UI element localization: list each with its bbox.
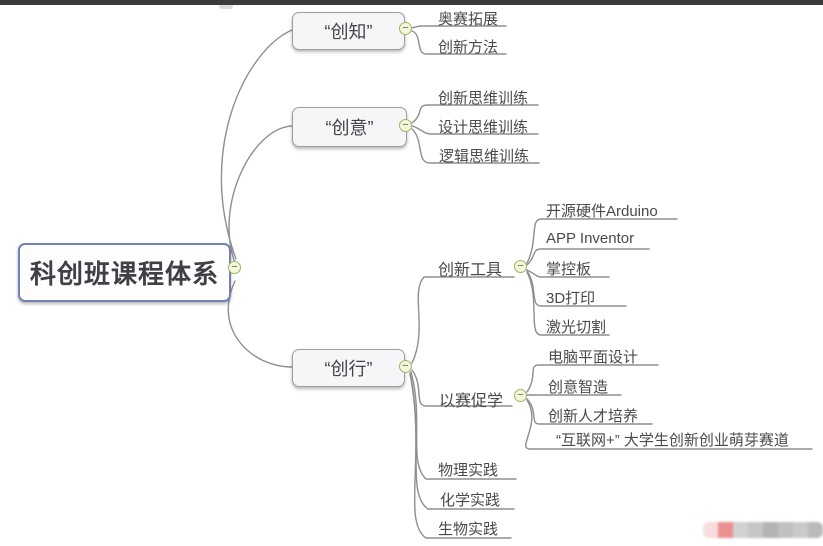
watermark-block xyxy=(748,522,763,538)
subtopic-label[interactable]: 3D打印 xyxy=(546,290,596,307)
collapse-icon-chuangzhi[interactable]: − xyxy=(399,22,412,35)
collapse-icon-chuangxing[interactable]: − xyxy=(399,360,412,373)
watermark-block xyxy=(778,522,793,538)
watermark-block xyxy=(733,522,748,538)
subtopic-label[interactable]: APP Inventor xyxy=(546,230,635,247)
collapse-icon-competition[interactable]: − xyxy=(514,389,527,402)
watermark-block xyxy=(793,522,808,538)
subtopic-label[interactable]: 创新人才培养 xyxy=(548,408,639,425)
branch-chuangyi-label: “创意” xyxy=(325,118,374,138)
branch-chuangzhi[interactable]: “创知” xyxy=(292,12,405,50)
subtopic-label[interactable]: 电脑平面设计 xyxy=(548,349,639,366)
watermark-block xyxy=(808,522,823,538)
root-topic[interactable]: 科创班课程体系 xyxy=(18,243,231,302)
subtopic-label[interactable]: 物理实践 xyxy=(438,462,499,479)
watermark-block xyxy=(763,522,778,538)
collapse-icon-chuangyi[interactable]: − xyxy=(399,119,412,132)
subtopic-label[interactable]: 激光切割 xyxy=(546,319,607,336)
subtopic-label[interactable]: 创新方法 xyxy=(438,39,499,56)
subtopic-tools[interactable]: 创新工具 xyxy=(438,262,503,279)
subtopic-label[interactable]: 奥赛拓展 xyxy=(438,11,499,28)
subtopic-label[interactable]: 开源硬件Arduino xyxy=(546,203,658,220)
root-topic-label: 科创班课程体系 xyxy=(29,259,219,289)
subtopic-label[interactable]: 逻辑思维训练 xyxy=(439,148,530,165)
watermark-block xyxy=(718,522,733,538)
subtopic-competition[interactable]: 以赛促学 xyxy=(439,393,504,410)
subtopic-label[interactable]: 创意智造 xyxy=(548,379,609,396)
watermark-block xyxy=(703,522,718,538)
branch-chuangxing[interactable]: “创行” xyxy=(292,349,405,387)
subtopic-label[interactable]: 化学实践 xyxy=(440,492,501,509)
subtopic-label[interactable]: “互联网+” 大学生创新创业萌芽赛道 xyxy=(556,432,789,449)
pixelated-watermark xyxy=(703,522,823,538)
branch-chuangzhi-label: “创知” xyxy=(324,22,373,42)
topbar-notch xyxy=(219,5,233,9)
subtopic-label[interactable]: 生物实践 xyxy=(438,521,499,538)
collapse-icon-tools[interactable]: − xyxy=(514,260,527,273)
subtopic-label[interactable]: 创新思维训练 xyxy=(438,90,529,107)
subtopic-label[interactable]: 掌控板 xyxy=(546,261,592,278)
branch-chuangxing-label: “创行” xyxy=(324,359,373,379)
branch-chuangyi[interactable]: “创意” xyxy=(292,107,407,147)
window-top-bar xyxy=(0,0,823,5)
subtopic-label[interactable]: 设计思维训练 xyxy=(438,119,529,136)
collapse-icon-root[interactable]: − xyxy=(228,261,241,274)
